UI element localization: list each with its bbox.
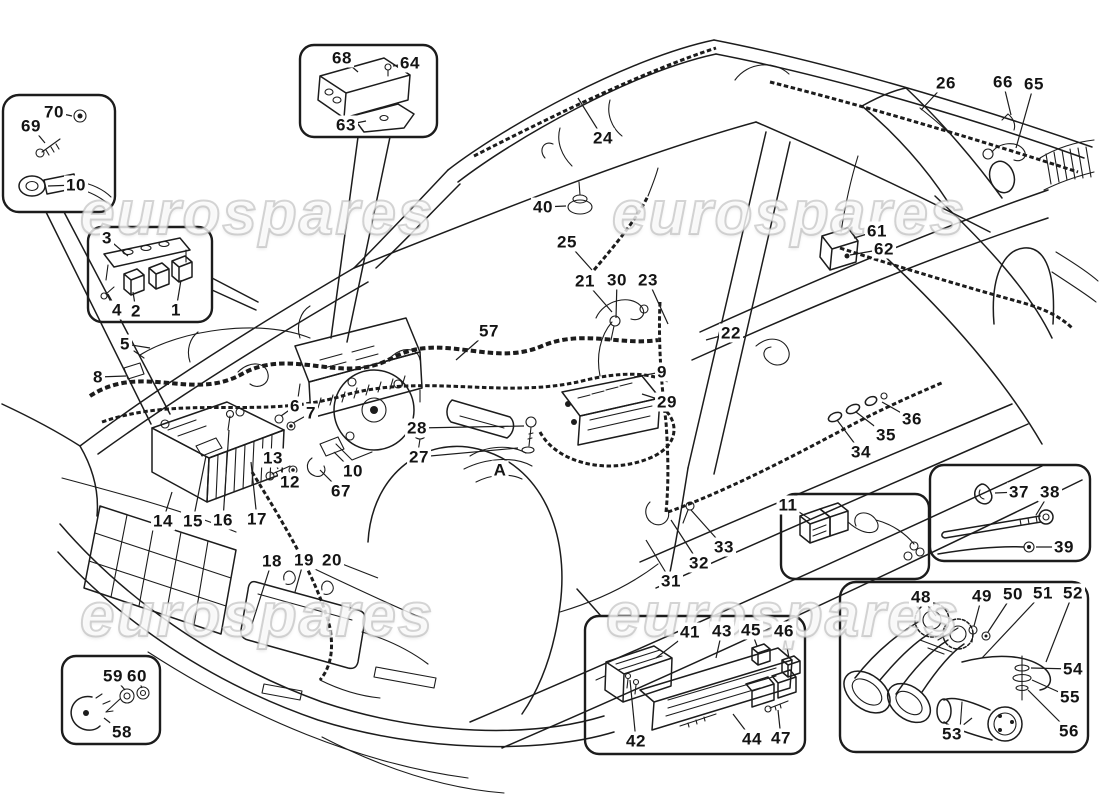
part-number-label: 45	[739, 620, 763, 640]
part-number-label: 36	[900, 409, 924, 429]
inset-box-ecu	[298, 43, 439, 139]
part-number-label: 55	[1058, 687, 1082, 707]
part-number-label: 21	[573, 271, 597, 291]
part-number-label: 39	[1052, 537, 1076, 557]
part-number-label: 19	[292, 550, 316, 570]
part-number-label: 34	[849, 442, 873, 462]
part-number-label: 50	[1001, 584, 1025, 604]
part-number-label: 46	[772, 621, 796, 641]
part-number-label: 4	[110, 300, 124, 320]
part-number-label: 31	[659, 571, 683, 591]
part-number-label: 8	[91, 367, 105, 387]
part-number-label: 18	[260, 551, 284, 571]
part-number-label: 15	[181, 511, 205, 531]
part-number-label: 9	[655, 362, 669, 382]
part-number-label: 70	[42, 102, 66, 122]
inset-contents	[18, 57, 1054, 742]
part-number-label: 65	[1022, 74, 1046, 94]
inset-box-connector	[779, 492, 931, 581]
part-number-label: 16	[211, 510, 235, 530]
part-number-label: 11	[776, 495, 800, 515]
part-number-label: 66	[991, 72, 1015, 92]
underhood-components	[123, 113, 1026, 526]
part-number-label: 37	[1007, 482, 1031, 502]
part-number-label: 35	[874, 425, 898, 445]
part-number-label: 23	[636, 270, 660, 290]
inset-boxes	[1, 43, 1092, 756]
part-number-label: 61	[865, 221, 889, 241]
part-number-label: 10	[341, 461, 365, 481]
inset-box-relays	[86, 225, 214, 324]
part-number-label: 29	[655, 392, 679, 412]
part-number-label: 48	[909, 587, 933, 607]
part-number-label: 41	[678, 622, 702, 642]
inset-box-horn-button	[60, 654, 162, 746]
inset-box-amplifier	[583, 614, 807, 756]
part-number-label: 27	[407, 447, 431, 467]
part-number-label: 47	[769, 728, 793, 748]
part-number-label: 60	[125, 666, 149, 686]
part-number-label: 40	[531, 197, 555, 217]
part-number-label: 2	[129, 301, 143, 321]
inset-box-horns	[838, 580, 1090, 754]
part-number-label: 42	[624, 731, 648, 751]
part-number-label: 49	[970, 586, 994, 606]
part-number-label: 7	[304, 403, 318, 423]
inset-box-battery-terminal	[1, 93, 117, 214]
part-number-label: 51	[1031, 583, 1055, 603]
part-number-label: 17	[245, 509, 269, 529]
wiring-harness-runs	[88, 46, 1079, 699]
part-number-label: 56	[1057, 721, 1081, 741]
part-number-label: 3	[100, 228, 114, 248]
part-number-label: 53	[940, 724, 964, 744]
part-number-label: 63	[334, 115, 358, 135]
part-number-label: 59	[101, 666, 125, 686]
part-number-label: 64	[398, 53, 422, 73]
part-number-label: 20	[320, 550, 344, 570]
part-number-label: 25	[555, 232, 579, 252]
part-number-label: 6	[288, 396, 302, 416]
part-number-label: 30	[605, 270, 629, 290]
part-number-label: 28	[405, 418, 429, 438]
part-number-label: 33	[712, 537, 736, 557]
part-number-label: 26	[934, 73, 958, 93]
car-body-outline	[1, 39, 1099, 794]
part-number-label: 24	[591, 128, 615, 148]
part-number-label: 68	[330, 48, 354, 68]
part-number-label: 13	[261, 448, 285, 468]
part-number-label: 38	[1038, 482, 1062, 502]
part-number-label: 67	[329, 481, 353, 501]
part-number-label: 69	[19, 116, 43, 136]
part-number-label: 10	[64, 175, 88, 195]
part-number-label: 32	[687, 553, 711, 573]
part-number-label: 1	[169, 300, 183, 320]
part-number-label: 44	[740, 729, 764, 749]
part-number-label: 12	[278, 472, 302, 492]
part-number-label: 22	[719, 323, 743, 343]
part-number-label: 52	[1061, 583, 1085, 603]
part-number-label: A	[491, 460, 509, 480]
part-number-label: 62	[872, 239, 896, 259]
part-number-label: 5	[118, 334, 132, 354]
part-number-label: 54	[1061, 659, 1085, 679]
part-number-label: 57	[477, 321, 501, 341]
part-number-label: 14	[151, 511, 175, 531]
part-number-label: 43	[710, 621, 734, 641]
part-number-label: 58	[110, 722, 134, 742]
